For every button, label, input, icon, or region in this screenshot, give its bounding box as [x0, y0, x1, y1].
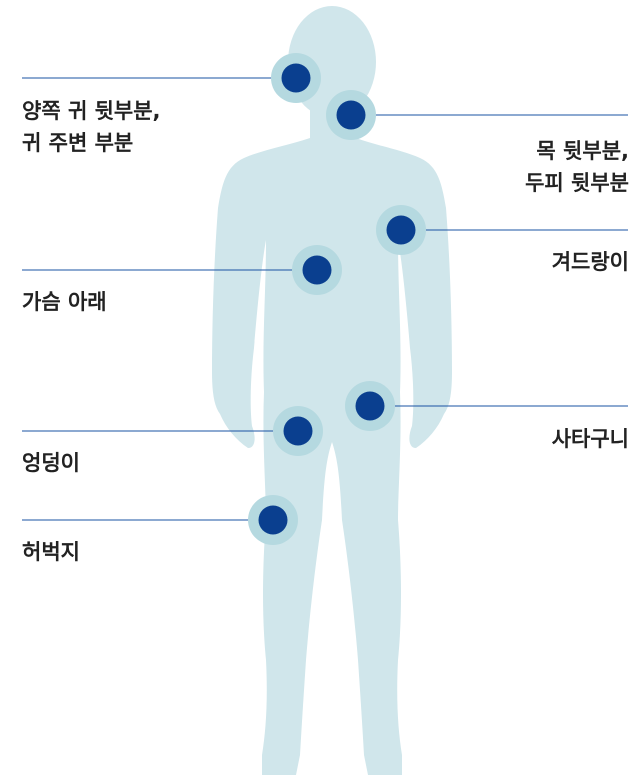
label-ears-line-1: 양쪽 귀 뒷부분,	[22, 95, 161, 127]
marker-dot-ears	[282, 64, 311, 93]
label-groin-line-1: 사타구니	[552, 423, 629, 455]
label-neck-line-1: 목 뒷부분,	[525, 135, 629, 167]
label-ears-line-2: 귀 주변 부분	[22, 127, 161, 159]
label-shoulder: 겨드랑이	[552, 246, 629, 278]
label-chest-line-1: 가슴 아래	[22, 286, 107, 318]
label-shoulder-line-1: 겨드랑이	[552, 246, 629, 278]
label-thigh-line-1: 허벅지	[22, 536, 80, 568]
label-thigh: 허벅지	[22, 536, 80, 568]
label-buttocks: 엉덩이	[22, 447, 80, 479]
label-neck-line-2: 두피 뒷부분	[525, 167, 629, 199]
label-ears: 양쪽 귀 뒷부분, 귀 주변 부분	[22, 95, 161, 159]
label-chest: 가슴 아래	[22, 286, 107, 318]
marker-dot-buttocks	[284, 417, 313, 446]
marker-dot-chest	[303, 256, 332, 285]
label-groin: 사타구니	[552, 423, 629, 455]
marker-dot-neck	[337, 101, 366, 130]
label-neck: 목 뒷부분, 두피 뒷부분	[525, 135, 629, 199]
marker-dot-shoulder	[387, 216, 416, 245]
marker-dot-groin	[356, 392, 385, 421]
marker-dot-thigh	[259, 506, 288, 535]
label-buttocks-line-1: 엉덩이	[22, 447, 80, 479]
